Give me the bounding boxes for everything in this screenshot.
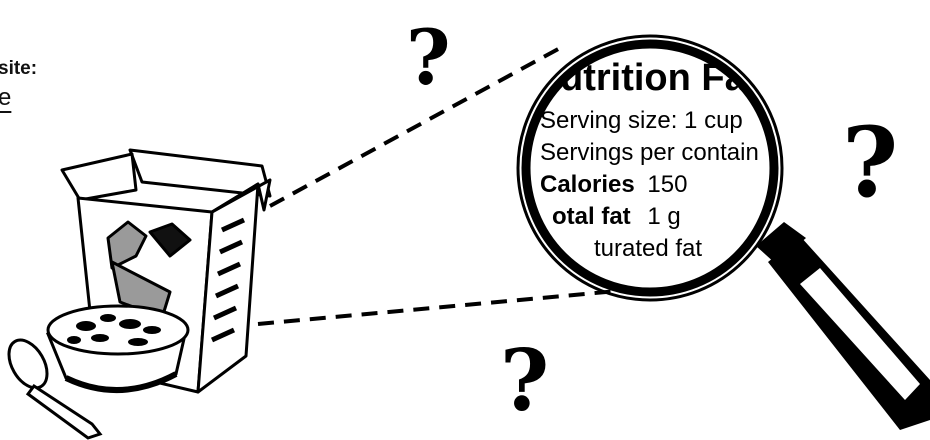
magnifier-lens: utrition Fact Serving size: 1 cup Servin… <box>516 34 784 302</box>
bowl-icon <box>45 304 190 394</box>
lens-total-fat-value: 1 g <box>647 203 680 230</box>
magnifier-handle-icon <box>756 222 930 430</box>
question-mark-top: ? <box>406 13 451 102</box>
lens-servings-per: Servings per contain <box>540 139 759 166</box>
question-mark-bottom: ? <box>500 331 549 430</box>
question-mark-right: ? <box>842 106 898 219</box>
website-link[interactable]: e <box>0 84 12 111</box>
lens-calories-value: 150 <box>647 171 687 198</box>
lens-serving-size: Serving size: 1 cup <box>540 107 743 134</box>
svg-text:Calories 150: Calories 150 <box>540 171 687 198</box>
svg-text:otal fat 1 g: otal fat 1 g <box>552 203 681 230</box>
website-label: site: <box>0 58 38 79</box>
lens-saturated-fat: turated fat <box>594 235 702 262</box>
lens-calories-label: Calories <box>540 171 635 198</box>
spoon-icon <box>7 338 103 440</box>
sight-lines <box>257 46 629 326</box>
lens-total-fat-label: otal fat <box>552 203 631 230</box>
